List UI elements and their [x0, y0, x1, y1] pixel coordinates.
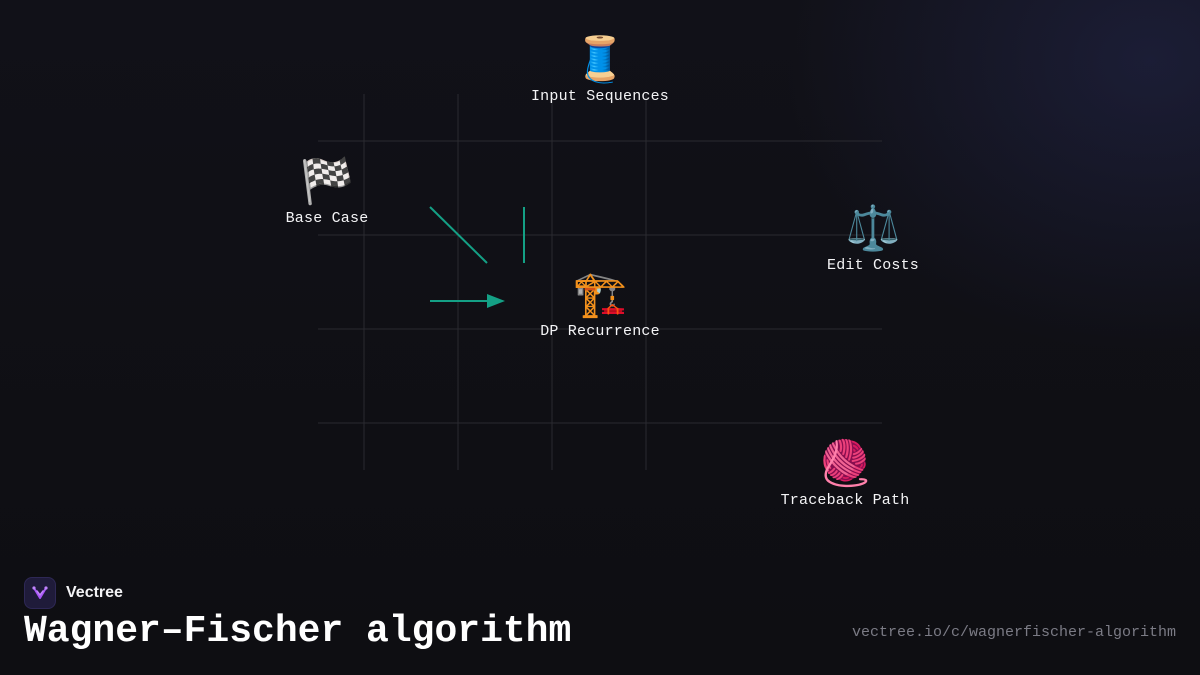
vectree-logo-mark [32, 586, 48, 599]
node-base-case: 🏁 Base Case [286, 156, 369, 227]
node-label: DP Recurrence [540, 323, 660, 340]
node-traceback-path: 🧶 Traceback Path [781, 438, 910, 509]
page-title: Wagner–Fischer algorithm [24, 610, 572, 653]
node-input-sequences: 🧵 Input Sequences [531, 34, 669, 105]
recurrence-arrows [429, 206, 525, 308]
thread-spool-icon: 🧵 [572, 34, 628, 85]
node-label: Edit Costs [826, 257, 920, 274]
node-edit-costs: ⚖️ Edit Costs [827, 203, 919, 274]
construction-crane-icon: 🏗️ [572, 269, 628, 320]
source-url[interactable]: vectree.io/c/wagnerfischer-algorithm [851, 624, 1176, 641]
node-label: Input Sequences [530, 88, 670, 105]
arrowhead-icon [487, 294, 505, 308]
brand-name: Vectree [66, 584, 123, 601]
balance-scale-icon: ⚖️ [845, 203, 901, 254]
node-label: Traceback Path [780, 492, 910, 509]
vectree-logo-icon [24, 577, 56, 609]
node-dp-recurrence: 🏗️ DP Recurrence [540, 269, 660, 340]
grid-lines [318, 94, 882, 470]
yarn-ball-icon: 🧶 [817, 438, 873, 489]
diagonal-dependency-line [429, 206, 488, 264]
checkered-flag-icon: 🏁 [299, 156, 355, 207]
node-label: Base Case [285, 210, 369, 227]
brand[interactable]: Vectree [24, 577, 123, 609]
